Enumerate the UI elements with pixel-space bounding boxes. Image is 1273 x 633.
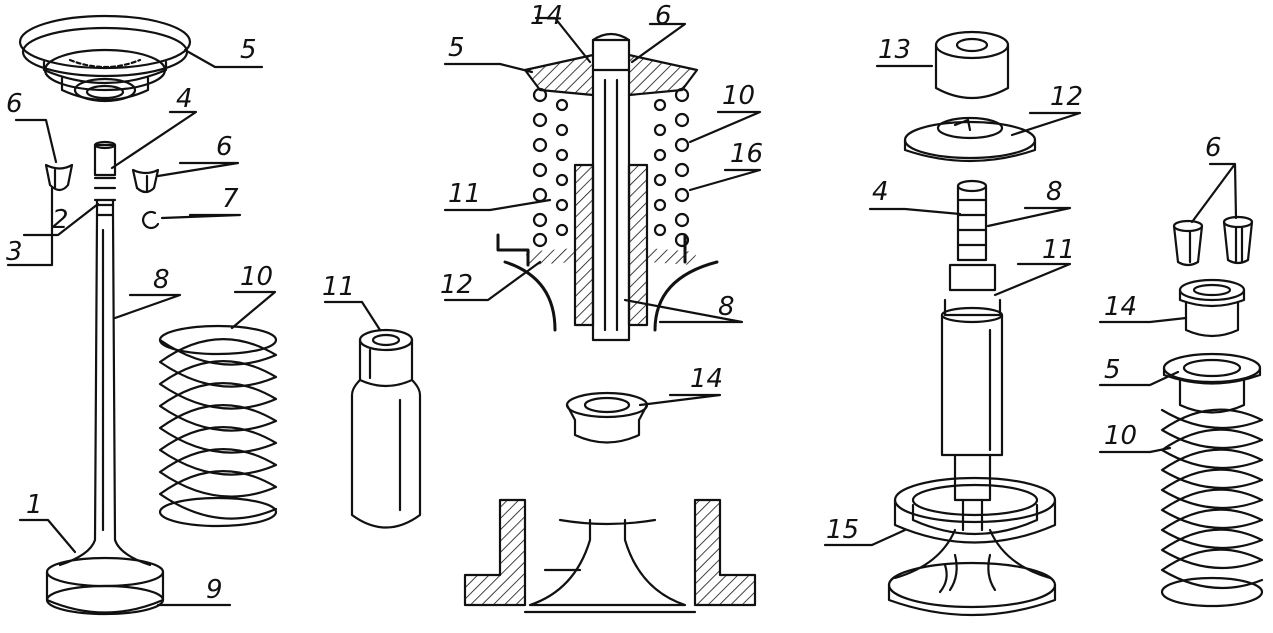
callout-left-10: 10 [240, 262, 273, 292]
callout-right-12: 12 [1050, 82, 1083, 112]
callout-right-11: 11 [1042, 235, 1075, 265]
callout-right-13: 13 [878, 35, 911, 65]
spring-seat-left [525, 248, 575, 265]
callout-left-5: 5 [240, 35, 257, 65]
callout-right-8: 8 [1046, 177, 1063, 207]
callout-left-7: 7 [222, 184, 239, 214]
springs-center [532, 87, 690, 248]
callout-left-4: 4 [176, 84, 193, 114]
valve-seat-ring-right [893, 476, 1057, 544]
valve-stem-right [940, 179, 1004, 532]
keeper-left-b [131, 168, 160, 194]
callout-left-1: 1 [26, 490, 43, 520]
callout-center-14b: 14 [690, 364, 723, 394]
callout-center-6: 6 [655, 1, 672, 31]
valve-cap-right [934, 30, 1010, 99]
callout-left-6a: 6 [6, 89, 23, 119]
callout-left-9: 9 [206, 575, 223, 605]
guide-hatch-left [575, 165, 593, 325]
callout-left-3: 3 [6, 237, 23, 267]
spring-retainer-right [903, 116, 1037, 163]
callout-labels: 5 6 4 6 7 2 3 8 10 11 1 9 5 14 6 10 16 1… [6, 1, 1222, 605]
callout-right-4: 4 [872, 177, 889, 207]
center-section-group [463, 32, 757, 614]
lock-ring-left [141, 210, 160, 230]
spring-retainer-right-small [1162, 352, 1262, 414]
callout-right-5: 5 [1104, 355, 1121, 385]
valve-stem-center [591, 32, 631, 342]
callout-left-2: 2 [52, 205, 69, 235]
valve-spring-left [158, 324, 278, 528]
oil-seal-cap-center [565, 391, 649, 444]
spring-retainer-left [18, 14, 192, 103]
keeper-left-a [44, 163, 74, 192]
callout-center-8: 8 [718, 292, 735, 322]
callout-left-8: 8 [153, 265, 170, 295]
valve-seat-section [463, 498, 757, 614]
keeper-right-b [1222, 215, 1254, 265]
callout-right-14: 14 [1104, 292, 1137, 322]
valve-head-right [887, 528, 1057, 617]
oil-seal-right [1178, 278, 1246, 338]
callout-center-14: 14 [530, 1, 563, 31]
callout-center-11: 11 [448, 179, 481, 209]
callout-center-12: 12 [440, 270, 473, 300]
left-exploded-group [18, 14, 422, 616]
callout-center-5: 5 [448, 33, 465, 63]
callout-center-16: 16 [730, 139, 763, 169]
callout-left-11: 11 [322, 272, 355, 302]
cylinder-head-section-top [496, 233, 719, 332]
valve-spring-right [1160, 408, 1264, 608]
valve-left [45, 140, 165, 616]
retainer-center [523, 53, 699, 97]
callout-center-10: 10 [722, 81, 755, 111]
keeper-right-a [1172, 219, 1204, 267]
right-exploded-group [887, 30, 1264, 617]
spring-seat-right [647, 248, 697, 265]
callout-right-15: 15 [826, 515, 859, 545]
valve-guide-left [350, 328, 422, 529]
guide-hatch-right [629, 165, 647, 325]
leader-lines [6, 16, 1238, 607]
callout-right-10: 10 [1104, 421, 1137, 451]
callout-right-6: 6 [1205, 133, 1222, 163]
callout-left-6b: 6 [216, 132, 233, 162]
